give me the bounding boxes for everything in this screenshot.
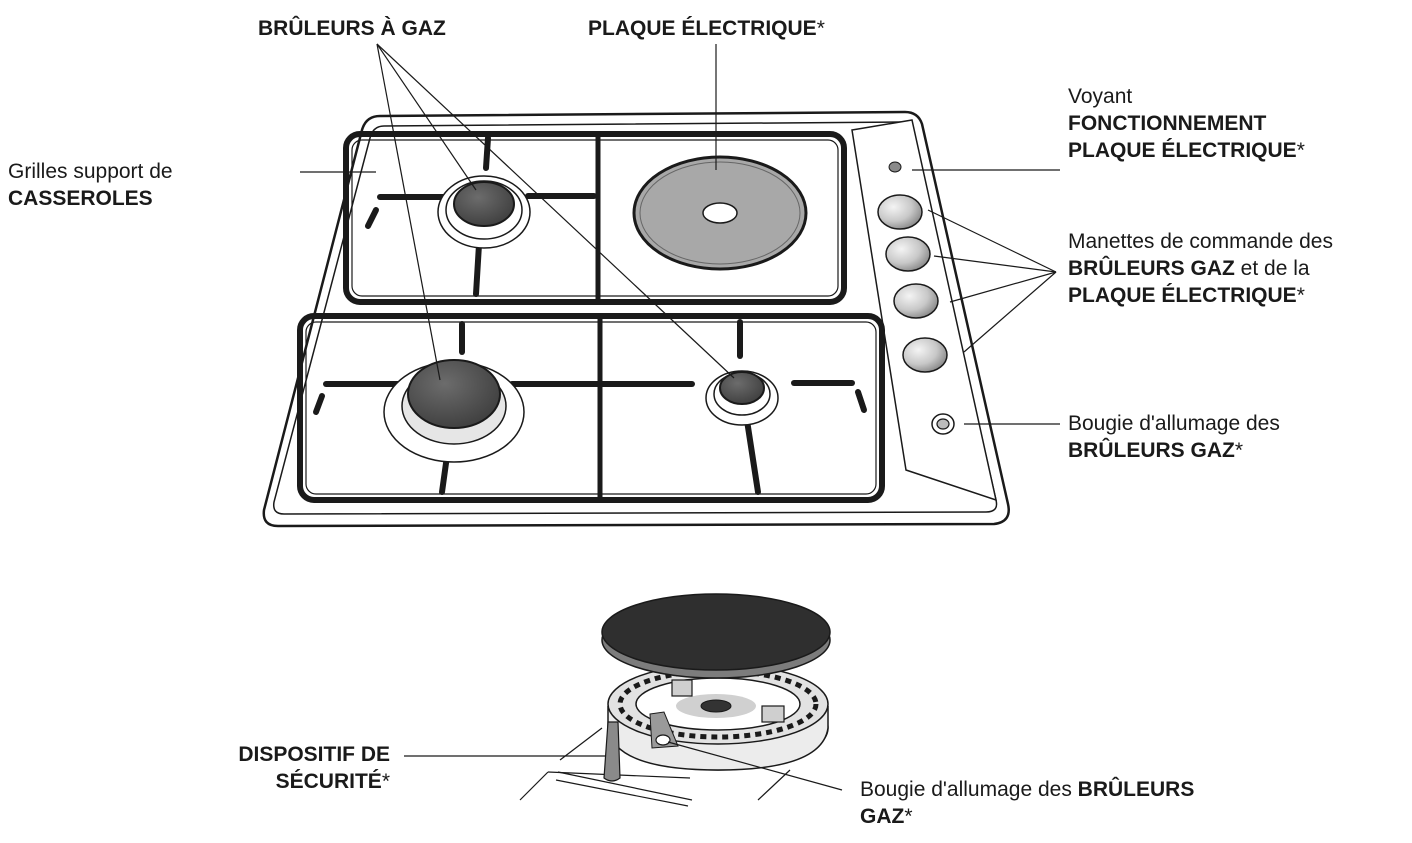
asterisk: * (381, 770, 390, 793)
knobs-bold2: PLAQUE ÉLECTRIQUE (1068, 284, 1297, 307)
leader-lines (300, 43, 1060, 425)
electric-plate (632, 155, 808, 271)
safety-bold1: DISPOSITIF DE (238, 743, 390, 766)
label-gas-burners: BRÛLEURS À GAZ (258, 15, 446, 42)
ignition-top-line1: Bougie d'allumage des (1068, 412, 1280, 435)
knobs-bold1: BRÛLEURS GAZ (1068, 257, 1235, 280)
indicator-light (888, 161, 902, 173)
grids-bold: CASSEROLES (8, 187, 153, 210)
gas-burners-text: BRÛLEURS À GAZ (258, 17, 446, 40)
cooktop (262, 110, 1010, 528)
electric-plate-text: PLAQUE ÉLECTRIQUE (588, 17, 817, 40)
knob-4[interactable] (902, 337, 948, 373)
knobs-mid: et de la (1234, 257, 1310, 280)
label-grids: Grilles support de CASSEROLES (8, 158, 173, 212)
safety-bold2: SÉCURITÉ (275, 770, 382, 793)
indicator-bold2: PLAQUE ÉLECTRIQUE (1068, 139, 1297, 162)
asterisk: * (1296, 139, 1305, 162)
asterisk: * (904, 805, 913, 828)
asterisk: * (1234, 439, 1244, 462)
label-ignition-bottom: Bougie d'allumage des BRÛLEURS GAZ* (860, 776, 1194, 830)
knobs-line1: Manettes de commande des (1068, 230, 1333, 253)
indicator-line1: Voyant (1068, 85, 1133, 108)
burner-top-left (437, 175, 531, 249)
ignition-button[interactable] (931, 413, 955, 435)
grids-line1: Grilles support de (8, 160, 173, 183)
asterisk: * (816, 17, 825, 40)
detail-leader-lines (404, 741, 843, 791)
knob-2[interactable] (885, 236, 931, 272)
knob-1[interactable] (877, 194, 923, 230)
control-knobs (877, 194, 948, 373)
label-ignition-top: Bougie d'allumage des BRÛLEURS GAZ* (1068, 410, 1280, 464)
label-safety: DISPOSITIF DE SÉCURITÉ* (238, 741, 390, 795)
label-electric-plate: PLAQUE ÉLECTRIQUE* (588, 15, 825, 42)
knob-3[interactable] (893, 283, 939, 319)
burner-bottom-left (383, 359, 525, 463)
lower-grid (297, 313, 885, 503)
ignition-bottom-bold1: BRÛLEURS (1077, 778, 1195, 801)
upper-grid (343, 131, 847, 305)
indicator-bold1: FONCTIONNEMENT (1068, 112, 1267, 135)
burner-detail (519, 593, 831, 807)
asterisk: * (1296, 284, 1305, 307)
ignition-bottom-text: Bougie d'allumage des (860, 778, 1078, 801)
label-knobs: Manettes de commande des BRÛLEURS GAZ et… (1068, 228, 1333, 309)
ignition-bottom-bold2: GAZ (860, 805, 905, 828)
ignition-top-bold: BRÛLEURS GAZ (1068, 439, 1235, 462)
label-indicator: Voyant FONCTIONNEMENT PLAQUE ÉLECTRIQUE* (1068, 83, 1305, 164)
burner-bottom-right (705, 370, 779, 426)
